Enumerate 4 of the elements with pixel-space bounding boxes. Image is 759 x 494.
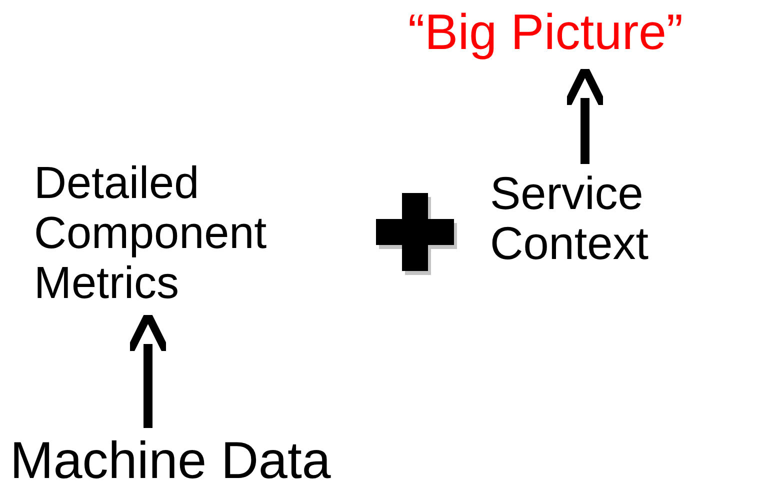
node-label: Service Context <box>490 168 650 268</box>
title-text: “Big Picture” <box>408 3 684 62</box>
node-label: Detailed Component Metrics <box>34 158 268 308</box>
node-label: Machine Data <box>10 432 331 490</box>
